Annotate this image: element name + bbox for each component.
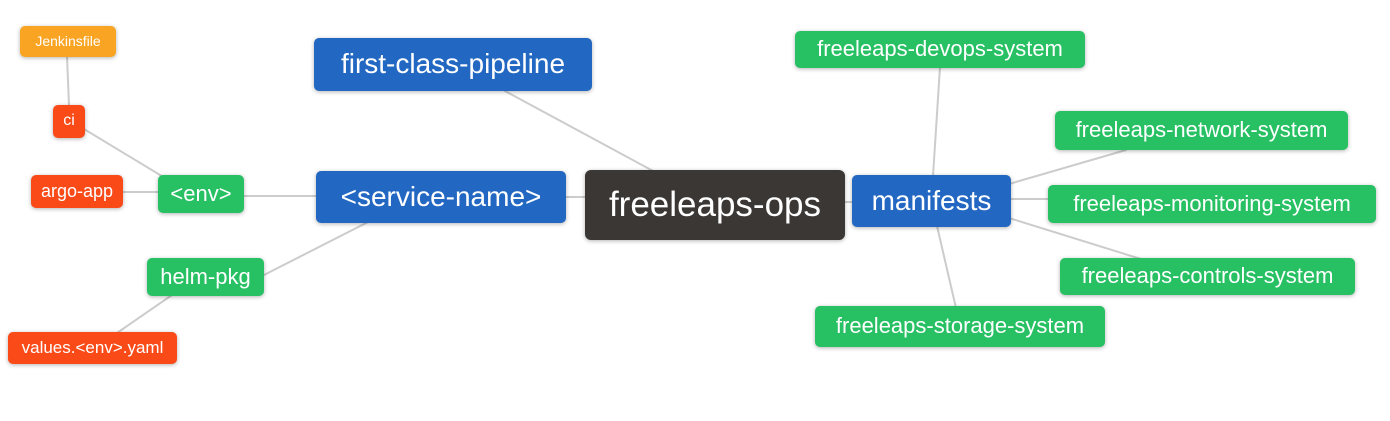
node-env[interactable]: <env> bbox=[158, 175, 244, 213]
edge-helm-pkg-values bbox=[116, 294, 173, 334]
edge-service-name-helm-pkg bbox=[261, 220, 371, 277]
node-jenkinsfile[interactable]: Jenkinsfile bbox=[20, 26, 116, 57]
node-freeleaps-controls-system[interactable]: freeleaps-controls-system bbox=[1060, 258, 1355, 295]
node-freeleaps-devops-system[interactable]: freeleaps-devops-system bbox=[795, 31, 1085, 68]
node-freeleaps-controls-system-label: freeleaps-controls-system bbox=[1081, 263, 1334, 288]
node-freeleaps-monitoring-system[interactable]: freeleaps-monitoring-system bbox=[1048, 185, 1376, 223]
edge-manifests-devops bbox=[932, 66, 941, 177]
node-freeleaps-monitoring-system-label: freeleaps-monitoring-system bbox=[1073, 190, 1351, 216]
node-freeleaps-ops[interactable]: freeleaps-ops bbox=[585, 170, 845, 240]
node-first-class-pipeline[interactable]: first-class-pipeline bbox=[314, 38, 592, 91]
node-ci-label: ci bbox=[63, 112, 75, 129]
edge-ci-jenkinsfile bbox=[66, 55, 70, 107]
node-manifests-label: manifests bbox=[871, 184, 992, 216]
edge-manifests-storage bbox=[936, 225, 957, 309]
node-env-label: <env> bbox=[170, 180, 232, 206]
node-helm-pkg-label: helm-pkg bbox=[160, 263, 251, 289]
node-first-class-pipeline-label: first-class-pipeline bbox=[340, 48, 566, 79]
node-service-name[interactable]: <service-name> bbox=[316, 171, 566, 223]
node-freeleaps-network-system[interactable]: freeleaps-network-system bbox=[1055, 111, 1348, 150]
node-freeleaps-ops-label: freeleaps-ops bbox=[608, 185, 822, 224]
node-freeleaps-storage-system[interactable]: freeleaps-storage-system bbox=[815, 306, 1105, 347]
node-argo-app[interactable]: argo-app bbox=[31, 175, 123, 208]
node-jenkinsfile-label: Jenkinsfile bbox=[35, 33, 101, 49]
node-freeleaps-devops-system-label: freeleaps-devops-system bbox=[817, 36, 1063, 61]
node-freeleaps-storage-system-label: freeleaps-storage-system bbox=[835, 313, 1085, 338]
node-ci[interactable]: ci bbox=[53, 105, 85, 138]
edge-env-ci bbox=[83, 128, 166, 179]
edge-ops-pipeline bbox=[504, 90, 656, 173]
edge-manifests-network bbox=[1008, 149, 1127, 185]
node-values-env-yaml-label: values.<env>.yaml bbox=[21, 338, 164, 357]
edge-manifests-controls bbox=[1008, 217, 1142, 260]
node-freeleaps-network-system-label: freeleaps-network-system bbox=[1075, 117, 1328, 142]
node-values-env-yaml[interactable]: values.<env>.yaml bbox=[8, 332, 177, 364]
node-helm-pkg[interactable]: helm-pkg bbox=[147, 258, 264, 296]
node-service-name-label: <service-name> bbox=[340, 180, 542, 212]
node-manifests[interactable]: manifests bbox=[852, 175, 1011, 227]
node-argo-app-label: argo-app bbox=[40, 181, 114, 201]
